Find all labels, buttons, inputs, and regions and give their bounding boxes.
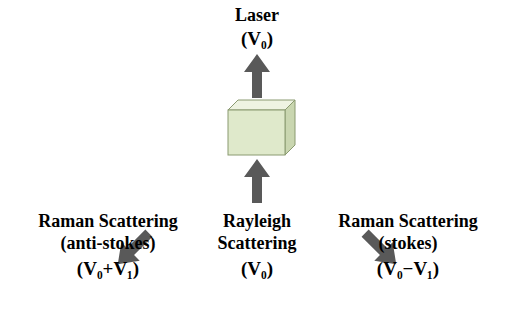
sample-block	[228, 100, 295, 155]
rayleigh-arrow	[244, 159, 270, 203]
laser-label: Laser	[197, 4, 317, 26]
scattering-label: Rayleigh Scattering	[202, 210, 312, 254]
frequency-label: (V₀)	[202, 258, 312, 280]
laser-arrow	[244, 54, 270, 98]
frequency-label: (V₀+V₁)	[38, 258, 178, 280]
scattering-label: Raman Scattering (stokes)	[321, 210, 496, 254]
scattering-label: Raman Scattering (anti-stokes)	[21, 210, 196, 254]
frequency-label: (V₀)	[197, 28, 317, 50]
frequency-label: (V₀−V₁)	[338, 258, 478, 280]
